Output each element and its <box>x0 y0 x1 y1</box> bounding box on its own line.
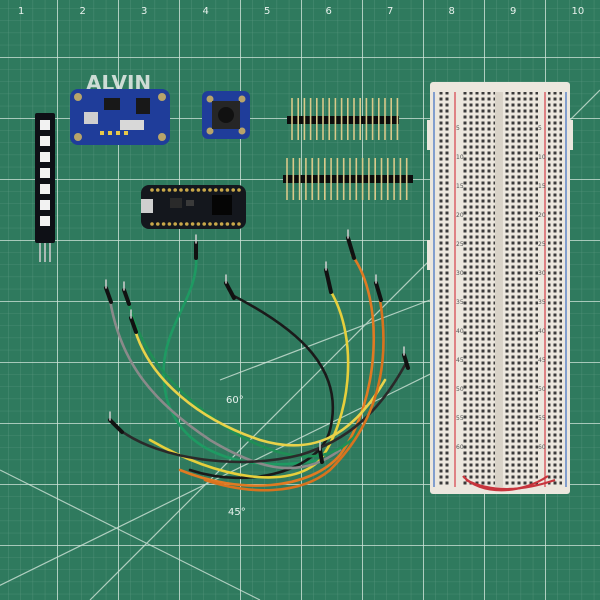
row-number: 15 <box>538 183 546 190</box>
row-number: 20 <box>538 212 546 219</box>
ruler-number: 6 <box>326 6 332 17</box>
wire-connector <box>104 286 113 304</box>
wire-connector <box>318 448 324 464</box>
jumper-wire <box>203 298 385 492</box>
feather-usb-port <box>141 199 153 213</box>
row-number: 35 <box>538 299 546 306</box>
ruler-number: 9 <box>510 6 516 17</box>
led <box>40 120 50 130</box>
jumper-wire <box>126 298 362 458</box>
row-number: 35 <box>456 299 464 306</box>
ruler-number: 2 <box>80 6 86 17</box>
row-number: 5 <box>538 125 542 132</box>
led <box>40 200 50 210</box>
jumper-wire <box>108 298 342 470</box>
row-number: 55 <box>538 415 546 422</box>
wire-connector <box>122 288 131 306</box>
wire-connector <box>324 268 333 294</box>
usb-port <box>84 112 98 124</box>
row-number: 45 <box>456 357 464 364</box>
power-board <box>70 89 170 145</box>
wire-connector <box>224 281 236 300</box>
ruler-number: 7 <box>387 6 393 17</box>
row-number: 10 <box>538 154 546 161</box>
row-number: 15 <box>456 183 464 190</box>
jumper-wire <box>118 363 407 464</box>
row-number: 5 <box>456 125 460 132</box>
ruler-number: 4 <box>203 6 209 17</box>
row-number: 10 <box>456 154 464 161</box>
jumper-wire <box>133 328 387 447</box>
angle-label-45: 45° <box>228 507 246 518</box>
button-board <box>202 91 250 139</box>
row-number: 50 <box>538 386 546 393</box>
row-number: 30 <box>456 270 464 277</box>
row-number: 60 <box>456 444 464 451</box>
row-number: 60 <box>538 444 546 451</box>
led <box>40 168 50 178</box>
feather-board <box>141 185 246 229</box>
ruler-number: 5 <box>264 6 270 17</box>
ruler-number: 1 <box>18 6 24 17</box>
wire-connector <box>402 353 410 370</box>
led <box>40 136 50 146</box>
led <box>40 216 50 226</box>
ruler-number: 8 <box>449 6 455 17</box>
wire-connector <box>108 418 124 434</box>
row-number: 20 <box>456 212 464 219</box>
ruler-number: 3 <box>141 6 147 17</box>
row-number: 55 <box>456 415 464 422</box>
top-ruler: 1 2 3 4 5 6 7 8 9 10 <box>18 6 584 17</box>
pin-header-bottom <box>283 158 413 200</box>
led <box>40 152 50 162</box>
row-number: 25 <box>456 241 464 248</box>
led-strip <box>35 113 55 262</box>
pin-header-top <box>287 98 399 140</box>
row-number: 40 <box>538 328 546 335</box>
jumper-wires <box>104 229 410 492</box>
row-number: 40 <box>456 328 464 335</box>
angle-label-60: 60° <box>226 395 244 406</box>
row-number: 45 <box>538 357 546 364</box>
led <box>40 184 50 194</box>
jumper-wire <box>178 253 375 487</box>
ruler-number: 10 <box>572 6 585 17</box>
row-number: 30 <box>538 270 546 277</box>
wire-connector <box>374 281 383 302</box>
row-number: 50 <box>456 386 464 393</box>
wire-connector <box>346 236 356 260</box>
wire-connector <box>129 316 138 334</box>
jumper-wire <box>188 293 335 480</box>
row-number: 25 <box>538 241 546 248</box>
